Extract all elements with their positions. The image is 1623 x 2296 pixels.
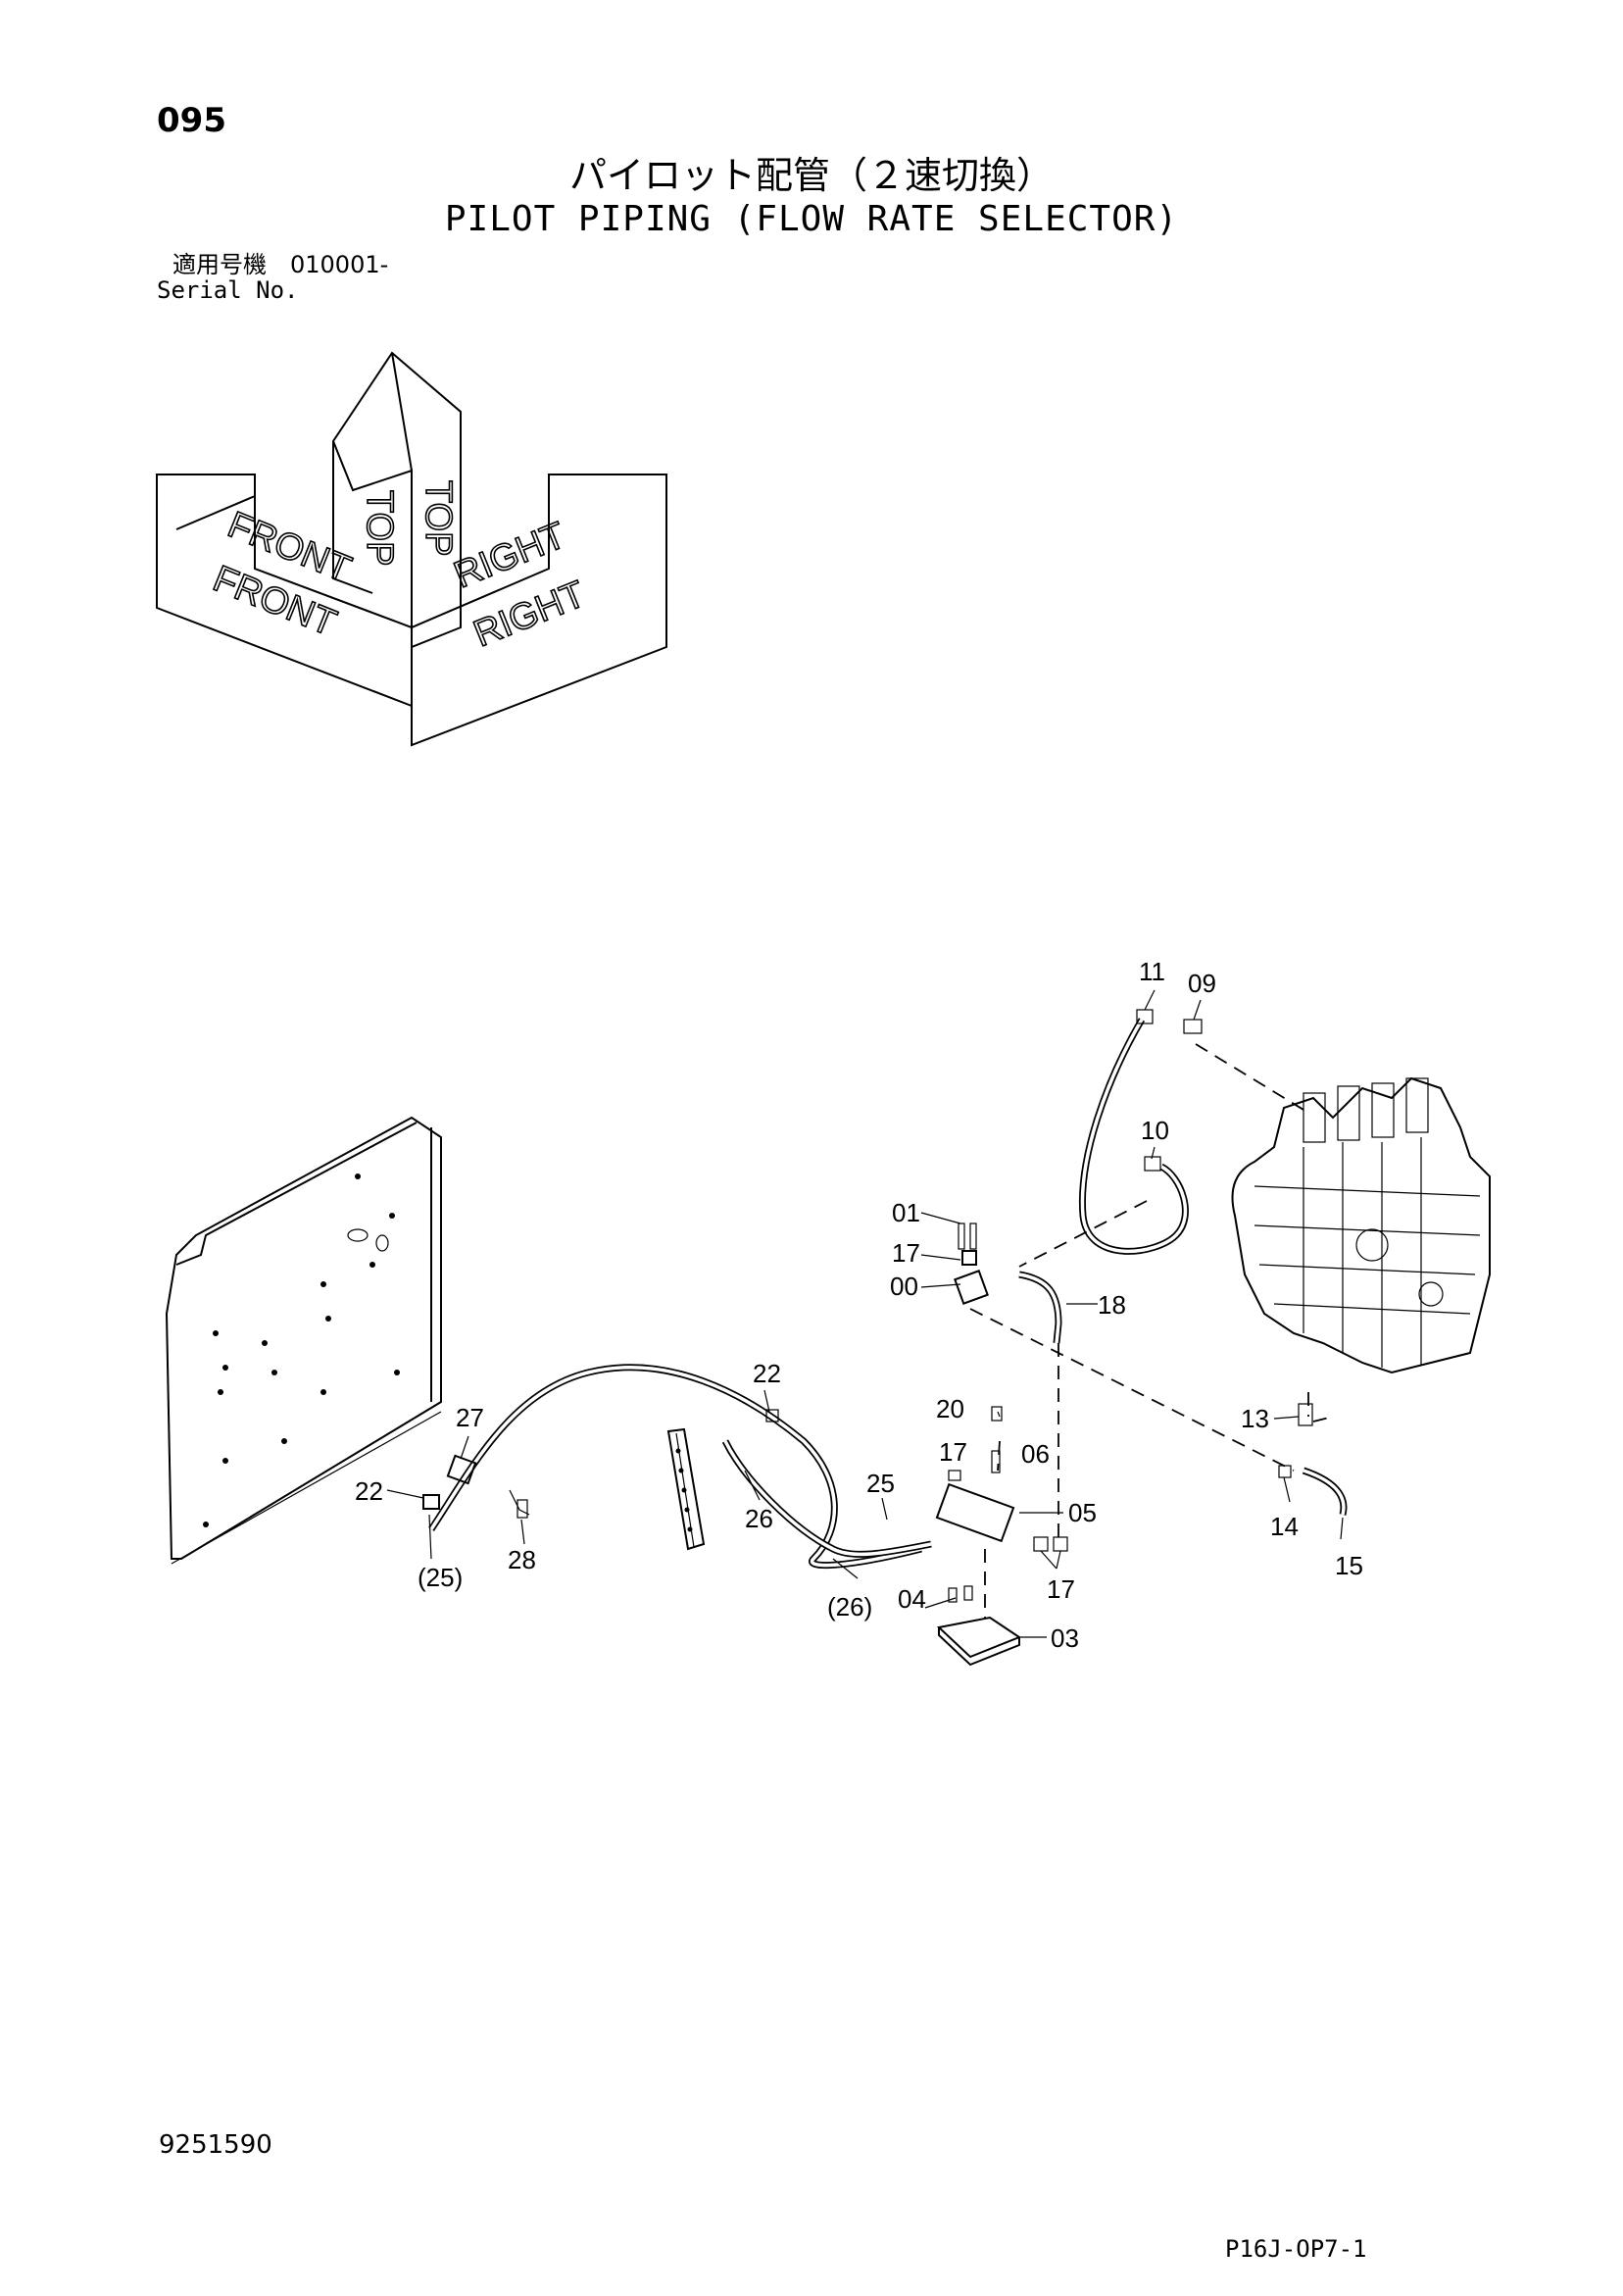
callout-26-paren: (26): [827, 1592, 872, 1622]
callout-20: 20: [936, 1394, 964, 1423]
bracket-strip: [666, 1427, 706, 1551]
callout-09: 09: [1188, 969, 1216, 998]
orientation-indicator: TOP TOP FRONT FRONT RIGHT RIGHT: [156, 351, 667, 747]
fittings: [422, 1009, 1313, 1667]
document-id: 9251590: [159, 2130, 272, 2160]
leader-lines: [386, 989, 1344, 1638]
callout-18: 18: [1098, 1290, 1126, 1320]
callout-25-paren: (25): [418, 1563, 463, 1592]
callout-26: 26: [745, 1504, 773, 1533]
callout-22b: 22: [355, 1476, 383, 1506]
title-japanese: パイロット配管（２速切換）: [568, 154, 1054, 197]
callout-17b: 17: [939, 1437, 967, 1467]
serial-label-english: Serial No.: [157, 276, 299, 304]
callout-06: 06: [1021, 1439, 1050, 1469]
callouts: 11 09 10 01 17 00 18 13 14 15 22 20 17 0…: [355, 957, 1363, 1653]
callout-25: 25: [866, 1469, 895, 1498]
callout-22a: 22: [753, 1359, 781, 1388]
callout-05: 05: [1068, 1498, 1097, 1527]
sheet-code: P16J-OP7-1: [1225, 2235, 1367, 2263]
callout-17a: 17: [892, 1238, 920, 1268]
callout-00: 00: [890, 1272, 918, 1301]
mounting-plate: [165, 1116, 442, 1565]
callout-11: 11: [1139, 957, 1165, 986]
callout-10: 10: [1141, 1116, 1169, 1145]
callout-28: 28: [508, 1545, 536, 1574]
orientation-top-label-1: TOP: [359, 490, 400, 566]
callout-01: 01: [892, 1198, 920, 1227]
callout-14: 14: [1270, 1512, 1299, 1541]
orientation-top-label-2: TOP: [418, 480, 459, 556]
callout-04: 04: [898, 1584, 926, 1614]
callout-17c: 17: [1047, 1574, 1075, 1604]
callout-13: 13: [1241, 1404, 1269, 1433]
orientation-top-arrow: [331, 351, 462, 649]
callout-15: 15: [1335, 1551, 1363, 1580]
dash-lines: [969, 1043, 1334, 1618]
serial-label-japanese: 適用号機 010001-: [172, 251, 389, 278]
control-valve: [1231, 1076, 1491, 1374]
title-english: PILOT PIPING (FLOW RATE SELECTOR): [444, 199, 1179, 239]
callout-27: 27: [456, 1403, 484, 1432]
callout-03: 03: [1051, 1623, 1079, 1653]
page-number: 095: [157, 101, 226, 140]
